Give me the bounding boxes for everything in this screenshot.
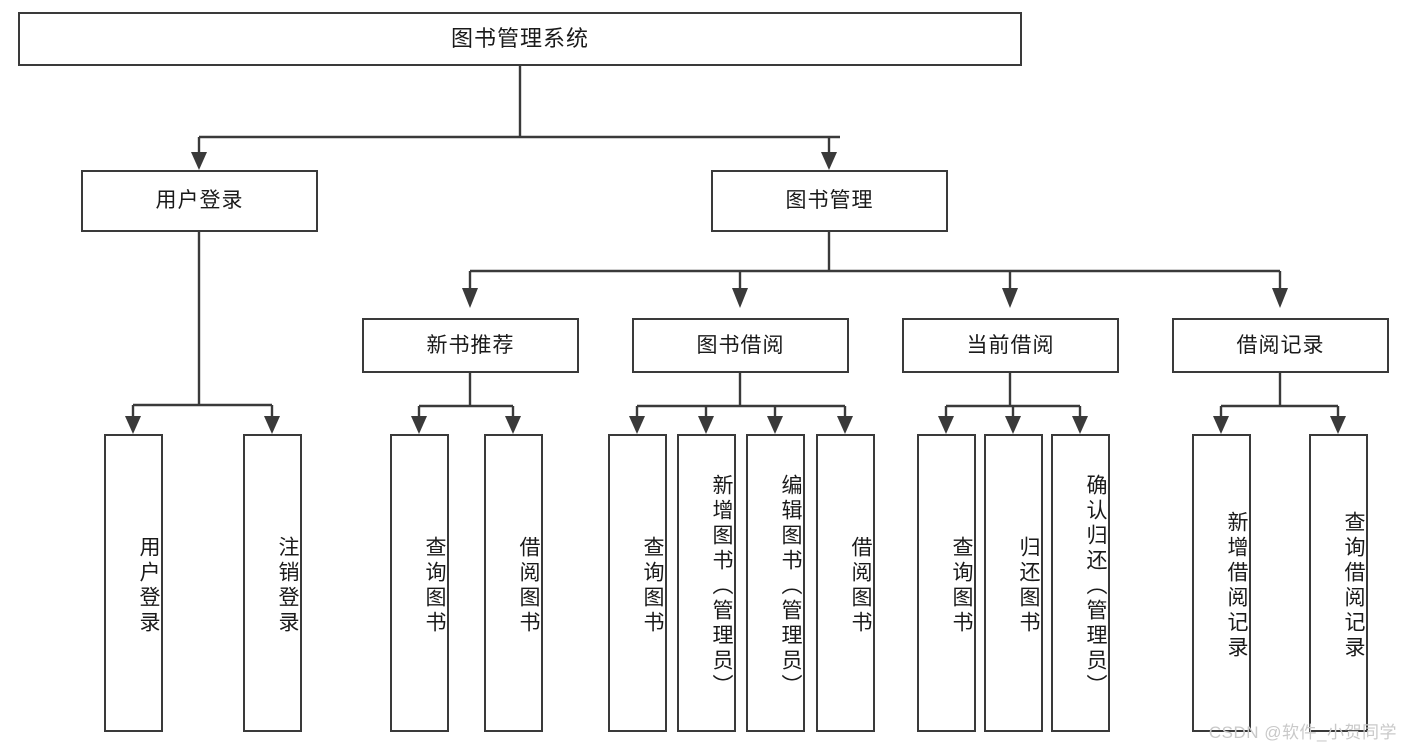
node-label: 当前借阅 <box>966 333 1055 357</box>
node-label: 借阅图书 <box>849 536 872 636</box>
node-label: 注销登录 <box>276 536 299 636</box>
node-label: 图书管理 <box>785 189 874 213</box>
leaf-borrow-query-book[interactable]: 查询图书 <box>608 434 667 732</box>
leaf-user-logout[interactable]: 注销登录 <box>243 434 302 732</box>
node-label: 查询图书 <box>423 536 446 636</box>
node-label: 查询借阅记录 <box>1342 511 1365 661</box>
node-book-management[interactable]: 图书管理 <box>711 170 948 232</box>
leaf-borrow-borrow-book[interactable]: 借阅图书 <box>816 434 875 732</box>
node-root-system[interactable]: 图书管理系统 <box>18 12 1022 66</box>
node-label: 确认归还（管理员） <box>1084 473 1107 699</box>
node-label: 新书推荐 <box>426 333 515 357</box>
leaf-newbook-borrow-book[interactable]: 借阅图书 <box>484 434 543 732</box>
node-label: 新增借阅记录 <box>1225 511 1248 661</box>
node-label: 查询图书 <box>950 536 973 636</box>
node-label: 借阅记录 <box>1236 333 1325 357</box>
leaf-borrow-add-book-admin[interactable]: 新增图书（管理员） <box>677 434 736 732</box>
leaf-record-query-record[interactable]: 查询借阅记录 <box>1309 434 1368 732</box>
node-new-book-recommend[interactable]: 新书推荐 <box>362 318 579 373</box>
node-borrow-record[interactable]: 借阅记录 <box>1172 318 1389 373</box>
leaf-current-return-book[interactable]: 归还图书 <box>984 434 1043 732</box>
leaf-record-add-record[interactable]: 新增借阅记录 <box>1192 434 1251 732</box>
node-current-borrow[interactable]: 当前借阅 <box>902 318 1119 373</box>
node-label: 用户登录 <box>137 536 160 636</box>
node-label: 图书借阅 <box>696 333 785 357</box>
leaf-newbook-query-book[interactable]: 查询图书 <box>390 434 449 732</box>
leaf-user-login[interactable]: 用户登录 <box>104 434 163 732</box>
node-label: 归还图书 <box>1017 536 1040 636</box>
node-label: 借阅图书 <box>517 536 540 636</box>
node-user-login[interactable]: 用户登录 <box>81 170 318 232</box>
node-book-borrow[interactable]: 图书借阅 <box>632 318 849 373</box>
node-label: 编辑图书（管理员） <box>779 473 802 699</box>
node-label: 图书管理系统 <box>450 25 589 51</box>
node-label: 查询图书 <box>641 536 664 636</box>
leaf-current-confirm-return-admin[interactable]: 确认归还（管理员） <box>1051 434 1110 732</box>
leaf-borrow-edit-book-admin[interactable]: 编辑图书（管理员） <box>746 434 805 732</box>
node-label: 用户登录 <box>155 189 244 213</box>
node-label: 新增图书（管理员） <box>710 473 733 699</box>
leaf-current-query-book[interactable]: 查询图书 <box>917 434 976 732</box>
watermark: CSDN @软件_小贺同学 <box>1208 723 1397 742</box>
